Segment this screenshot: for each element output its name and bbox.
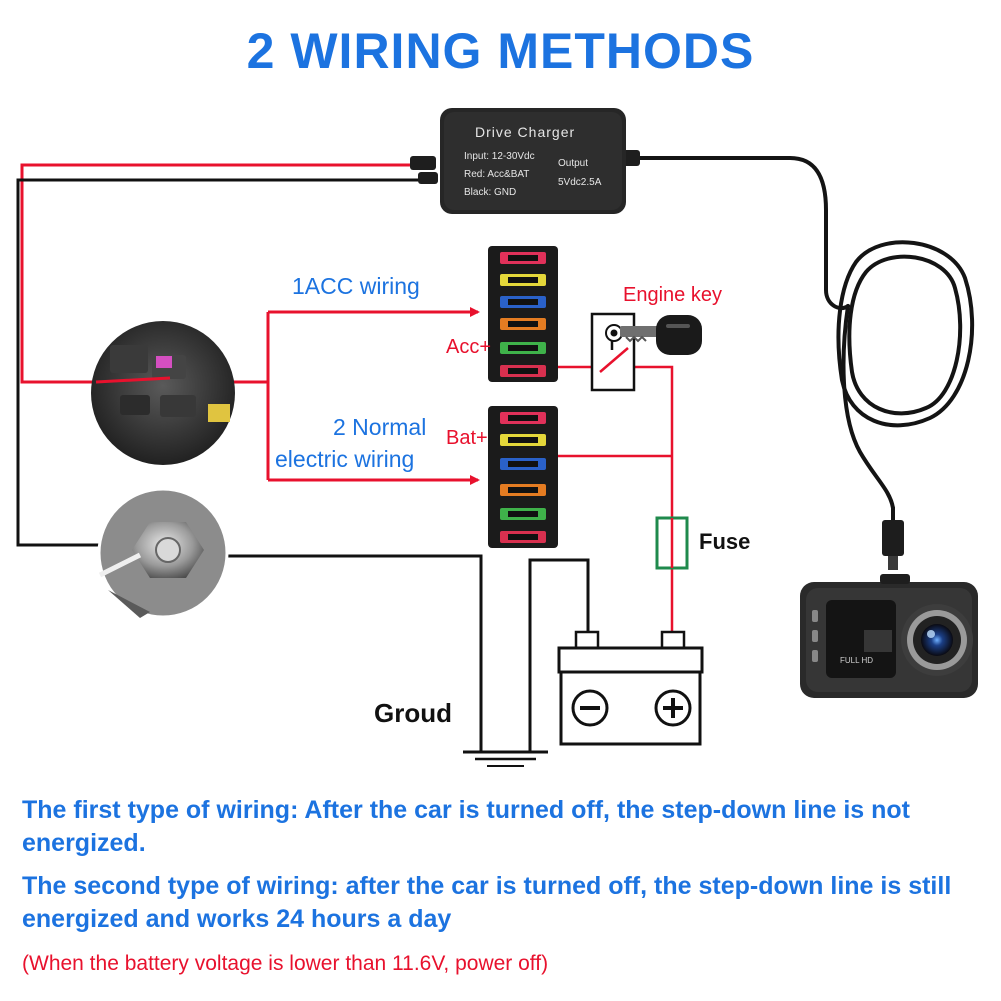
label-normal-line1: 2 Normal xyxy=(333,414,427,440)
fuse-block-acc xyxy=(488,246,558,382)
black-ground-wire xyxy=(16,178,590,767)
caption-voltage-note: (When the battery voltage is lower than … xyxy=(22,952,549,975)
charger-red: Red: Acc&BAT xyxy=(464,169,530,180)
fuse-block-bat xyxy=(488,406,558,548)
label-fuse: Fuse xyxy=(699,529,751,554)
charger-name: Drive Charger xyxy=(475,124,576,140)
label-engine-key: Engine key xyxy=(623,284,722,306)
camera-badge: FULL HD xyxy=(840,656,874,665)
charger-output-value: 5Vdc2.5A xyxy=(558,177,602,188)
label-acc-plus: Acc+ xyxy=(446,336,492,358)
usb-plug-tip xyxy=(888,556,898,570)
ground-bolt-photo xyxy=(97,487,229,619)
charger-input: Input: 12-30Vdc xyxy=(464,151,535,162)
charger-output-cable xyxy=(626,156,975,524)
car-battery xyxy=(557,630,704,746)
drive-charger xyxy=(410,108,640,214)
engine-key-switch xyxy=(590,312,702,392)
red-acc-bat-wires xyxy=(558,365,674,632)
camera-lens-icon xyxy=(901,604,973,676)
label-acc-wiring: 1ACC wiring xyxy=(292,273,420,299)
usb-plug xyxy=(882,520,904,556)
caption-first-wiring: The first type of wiring: After the car … xyxy=(22,796,911,857)
inline-fuse xyxy=(655,516,689,570)
plus-icon xyxy=(654,689,692,727)
dash-camera xyxy=(800,574,978,698)
charger-black: Black: GND xyxy=(464,187,517,198)
minus-icon xyxy=(571,689,609,727)
page-title: 2 WIRING METHODS xyxy=(246,23,755,79)
key-icon xyxy=(620,315,702,355)
label-normal-line2: electric wiring xyxy=(275,446,415,472)
label-ground: Groud xyxy=(374,698,452,728)
fuse-box-photo xyxy=(91,321,235,465)
label-bat-plus: Bat+ xyxy=(446,427,488,449)
caption-second-wiring: The second type of wiring: after the car… xyxy=(22,872,952,933)
charger-output-label: Output xyxy=(558,158,589,169)
